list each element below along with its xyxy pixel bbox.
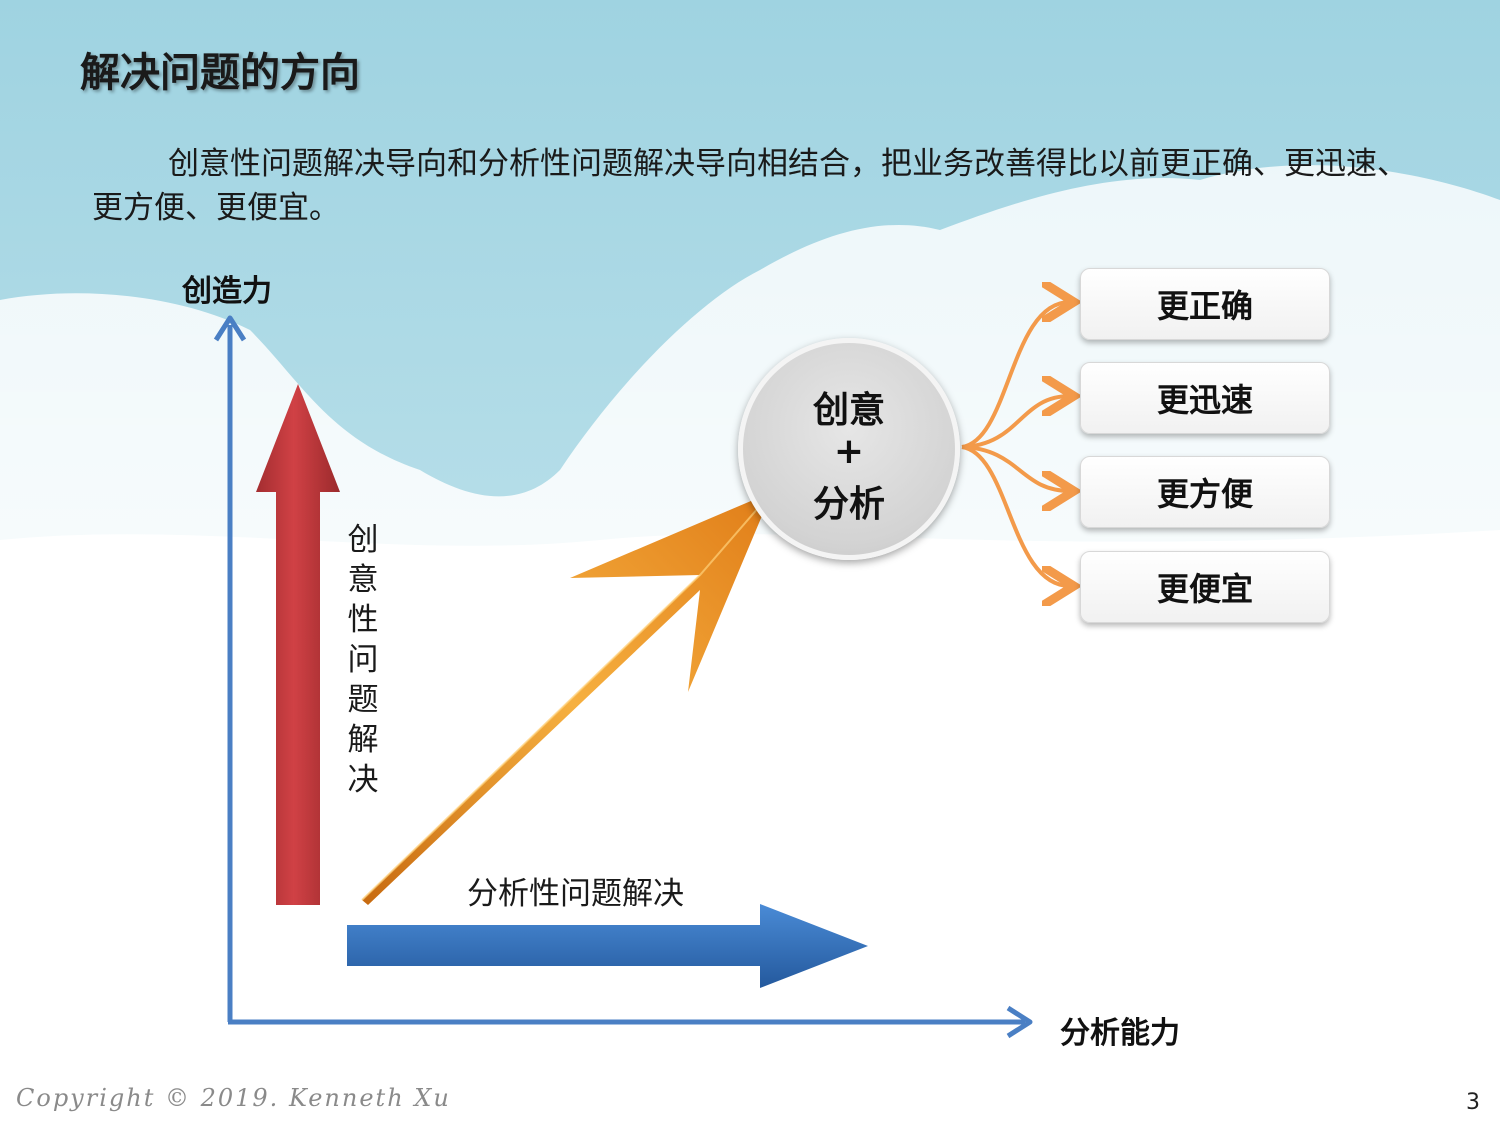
slide-title: 解决问题的方向	[80, 50, 360, 96]
x-axis-label: 分析能力	[1060, 1016, 1180, 1051]
creative-arrow	[256, 384, 340, 905]
circle-line-creative: 创意	[812, 390, 885, 431]
page-number: 3	[1466, 1090, 1480, 1115]
result-more-convenient: 更方便	[1080, 456, 1330, 528]
branch-arrows	[961, 302, 1070, 586]
intro-paragraph: 创意性问题解决导向和分析性问题解决导向相结合，把业务改善得比以前更正确、更迅速、…	[92, 146, 1408, 226]
circle-line-plus: +	[833, 431, 865, 472]
y-axis	[213, 315, 247, 1022]
combination-circle: 创意 + 分析	[738, 338, 960, 560]
result-cheaper: 更便宜	[1080, 551, 1330, 623]
y-axis-label: 创造力	[182, 274, 272, 309]
creative-arrow-label: 创意性问题解决	[347, 522, 379, 798]
result-faster: 更迅速	[1080, 362, 1330, 434]
copyright-notice: Copyright © 2019. Kenneth Xu	[16, 1084, 451, 1112]
circle-line-analysis: 分析	[812, 484, 885, 525]
combination-arrow	[361, 491, 773, 905]
analytic-arrow-label: 分析性问题解决	[467, 876, 684, 912]
x-axis	[228, 1005, 1033, 1039]
result-more-correct: 更正确	[1080, 268, 1330, 340]
analytic-arrow	[347, 904, 868, 988]
